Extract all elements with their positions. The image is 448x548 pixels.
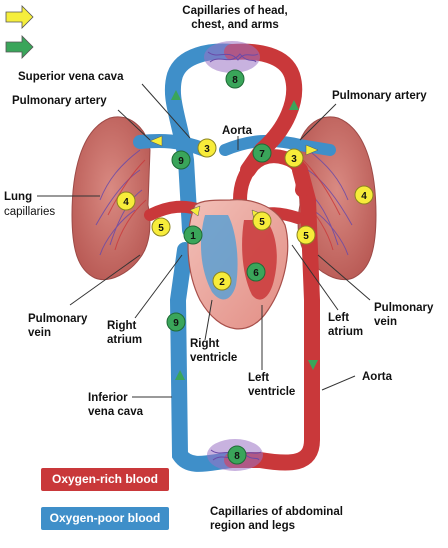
svg-text:4: 4	[123, 197, 129, 208]
svg-text:5: 5	[303, 231, 309, 242]
label-left-atrium-1: Left	[328, 312, 349, 324]
svg-text:8: 8	[234, 451, 240, 462]
leader-lines	[37, 83, 371, 398]
step-badge-5-right: 5	[296, 225, 316, 245]
svg-text:9: 9	[178, 156, 184, 167]
label-capillaries-head-line1: Capillaries of head,	[182, 5, 287, 17]
svg-text:7: 7	[259, 149, 265, 160]
label-right-ventricle-1: Right	[190, 338, 220, 350]
step-badge-5-left: 5	[151, 217, 171, 237]
label-left-atrium-2: atrium	[328, 326, 363, 338]
key-oxygen-rich: Oxygen-rich blood	[41, 468, 169, 491]
svg-text:9: 9	[173, 318, 179, 329]
svg-text:3: 3	[291, 154, 297, 165]
label-capillaries-head-line2: chest, and arms	[191, 19, 279, 31]
svg-text:1: 1	[190, 231, 196, 242]
step-badge-6: 6	[246, 262, 266, 282]
step-badge-3-left: 3	[197, 138, 217, 158]
step-badge-2: 2	[212, 271, 232, 291]
yellow-arrow-icon	[5, 5, 34, 29]
step-badge-4-left: 4	[116, 191, 136, 211]
svg-text:5: 5	[158, 223, 164, 234]
label-superior-vena-cava: Superior vena cava	[18, 71, 124, 83]
step-badge-4-right: 4	[354, 185, 374, 205]
label-pulmonary-artery-right: Pulmonary artery	[332, 90, 427, 102]
svg-text:5: 5	[259, 217, 265, 228]
label-pulmonary-vein-right-1: Pulmonary	[374, 302, 434, 314]
step-badge-8-top: 8	[225, 69, 245, 89]
label-right-atrium-1: Right	[107, 320, 137, 332]
step-badge-9-lower: 9	[166, 312, 186, 332]
svg-text:4: 4	[361, 191, 367, 202]
label-capillaries: capillaries	[4, 206, 55, 218]
key-oxygen-poor: Oxygen-poor blood	[41, 507, 169, 530]
label-aorta-top: Aorta	[222, 125, 253, 137]
label-aorta-bottom: Aorta	[362, 371, 393, 383]
left-lung	[71, 116, 151, 280]
label-lung: Lung	[4, 191, 32, 203]
step-badge-7: 7	[252, 143, 272, 163]
label-pulmonary-vein-left-2: vein	[28, 327, 51, 339]
step-badge-9-upper: 9	[171, 150, 191, 170]
label-left-ventricle-1: Left	[248, 372, 269, 384]
label-left-ventricle-2: ventricle	[248, 386, 295, 398]
capillaries-head-bed	[204, 41, 260, 73]
step-badge-8-bottom: 8	[227, 445, 247, 465]
heart	[187, 199, 289, 330]
label-right-atrium-2: atrium	[107, 334, 142, 346]
step-badge-3-right: 3	[284, 148, 304, 168]
label-capillaries-abdominal-2: region and legs	[210, 520, 295, 532]
label-pulmonary-artery-left: Pulmonary artery	[12, 95, 107, 107]
step-badge-5-center: 5	[252, 211, 272, 231]
label-pulmonary-vein-left-1: Pulmonary	[28, 313, 88, 325]
label-capillaries-abdominal-1: Capillaries of abdominal	[210, 506, 343, 518]
svg-text:6: 6	[253, 268, 259, 279]
label-inferior-vena-cava-2: vena cava	[88, 406, 144, 418]
label-right-ventricle-2: ventricle	[190, 352, 237, 364]
svg-text:3: 3	[204, 144, 210, 155]
step-badge-1: 1	[183, 225, 203, 245]
label-pulmonary-vein-right-2: vein	[374, 316, 397, 328]
svg-text:8: 8	[232, 75, 238, 86]
svg-text:2: 2	[219, 277, 225, 288]
green-arrow-icon	[5, 35, 34, 59]
label-inferior-vena-cava-1: Inferior	[88, 392, 128, 404]
